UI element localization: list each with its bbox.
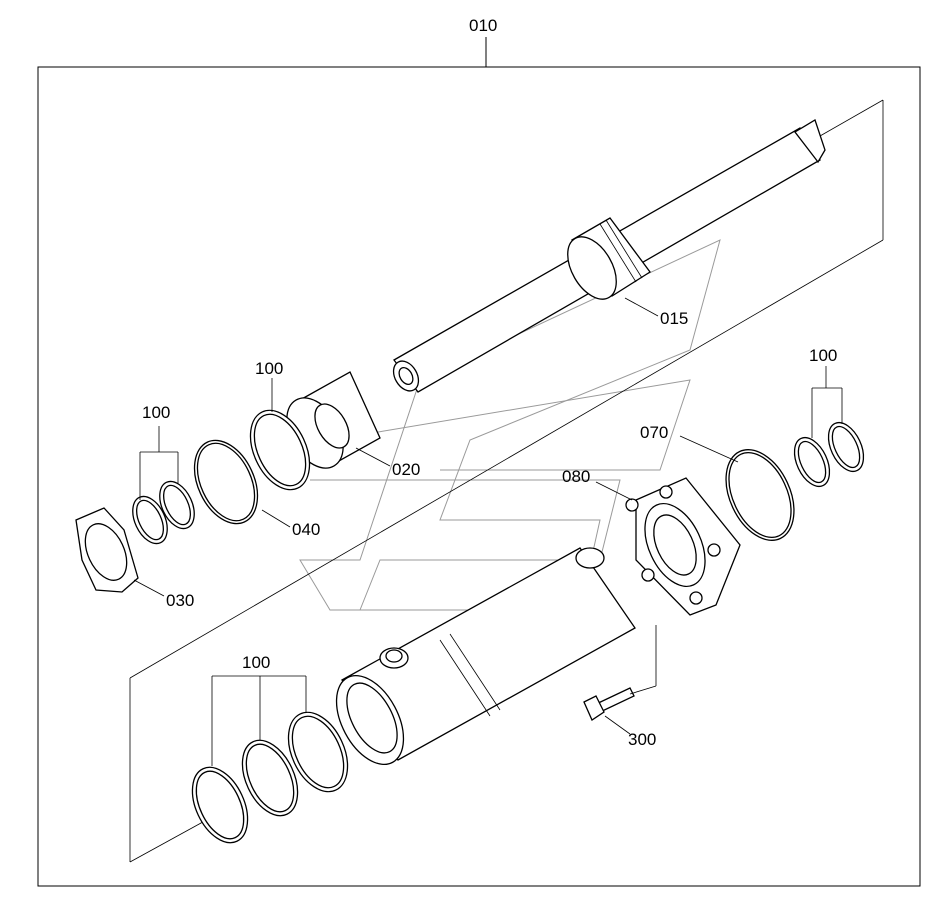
- bolt: [583, 687, 635, 721]
- label-snap-ring: 070: [640, 423, 668, 442]
- label-seal-kit-left: 100: [142, 403, 170, 422]
- label-seal-kit-right: 100: [809, 346, 837, 365]
- label-nut: 030: [166, 591, 194, 610]
- bottom-seal-rings: [191, 711, 349, 844]
- wear-ring: [193, 439, 259, 525]
- gland: [286, 371, 381, 469]
- right-seal-rings: [793, 421, 865, 488]
- assembly-frame: [37, 37, 921, 887]
- label-gland: 020: [392, 460, 420, 479]
- label-bolt: 300: [628, 730, 656, 749]
- left-seal-rings: [132, 480, 195, 545]
- label-seal-kit-gland: 100: [255, 359, 283, 378]
- snap-ring: [725, 449, 795, 541]
- callout-labels: 010 015 020 040 030 080 070 300 100 100 …: [142, 16, 837, 749]
- label-seal-kit-bottom: 100: [242, 653, 270, 672]
- label-rod: 015: [660, 309, 688, 328]
- label-ring-080: 080: [562, 467, 590, 486]
- leader-lines: [133, 297, 843, 766]
- cylinder-tube: [335, 547, 636, 766]
- label-assembly: 010: [469, 16, 497, 35]
- label-wear-ring: 040: [292, 520, 320, 539]
- flange: [625, 477, 741, 616]
- lock-nut: [75, 507, 139, 593]
- gland-seal-rings: [249, 409, 311, 491]
- piston: [567, 217, 651, 300]
